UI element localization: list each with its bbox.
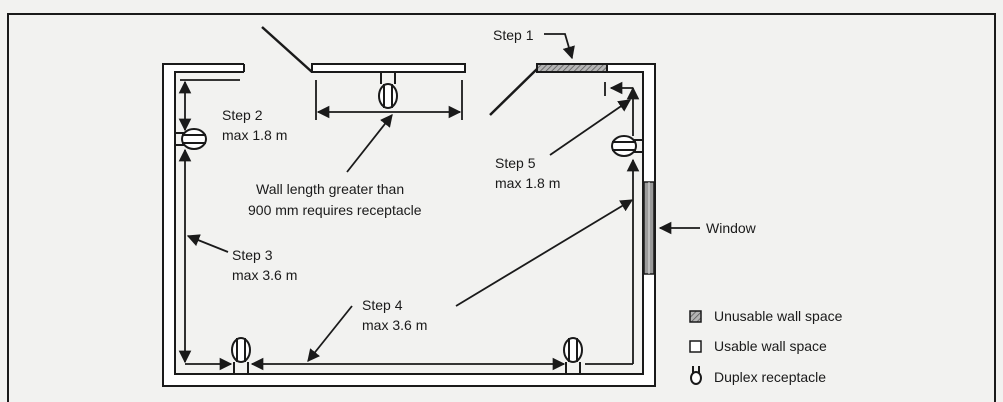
duplex-receptacle-icon <box>378 72 398 109</box>
duplex-receptacle-icon <box>175 128 207 150</box>
window-label: Window <box>706 220 757 236</box>
unusable-wall-segment <box>536 63 608 73</box>
step4-leader <box>307 305 353 362</box>
step4-max: max 3.6 m <box>362 317 427 333</box>
step3-leader <box>186 234 229 253</box>
duplex-receptacle-legend-icon <box>690 366 702 385</box>
duplex-receptacle-icon <box>611 135 643 157</box>
legend-receptacle: Duplex receptacle <box>714 369 826 385</box>
step4-label: Step 4 <box>362 297 403 313</box>
step1-leader <box>544 33 575 60</box>
wall-note-leader <box>346 114 393 173</box>
step1-label: Step 1 <box>493 27 534 43</box>
legend-usable: Usable wall space <box>714 338 827 354</box>
duplex-receptacle-icon <box>563 337 583 374</box>
door-right <box>489 68 538 116</box>
unusable-wall-swatch-icon <box>689 310 702 323</box>
step5-max: max 1.8 m <box>495 175 560 191</box>
step2-max: max 1.8 m <box>222 127 287 143</box>
door-left <box>261 26 313 73</box>
step2-label: Step 2 <box>222 107 263 123</box>
step5-leader <box>549 99 632 156</box>
legend: Unusable wall space Usable wall space Du… <box>689 308 843 385</box>
step4-leader-right <box>455 199 634 307</box>
usable-wall-swatch-icon <box>689 340 702 353</box>
diagram-frame <box>7 13 996 402</box>
wall-note-line2: 900 mm requires receptacle <box>248 202 422 218</box>
step3-max: max 3.6 m <box>232 267 297 283</box>
step3-label: Step 3 <box>232 247 273 263</box>
wall-note-line1: Wall length greater than <box>256 181 404 197</box>
step5-label: Step 5 <box>495 155 536 171</box>
legend-unusable: Unusable wall space <box>714 308 843 324</box>
top-middle-wall <box>311 63 466 73</box>
duplex-receptacle-icon <box>231 337 251 374</box>
